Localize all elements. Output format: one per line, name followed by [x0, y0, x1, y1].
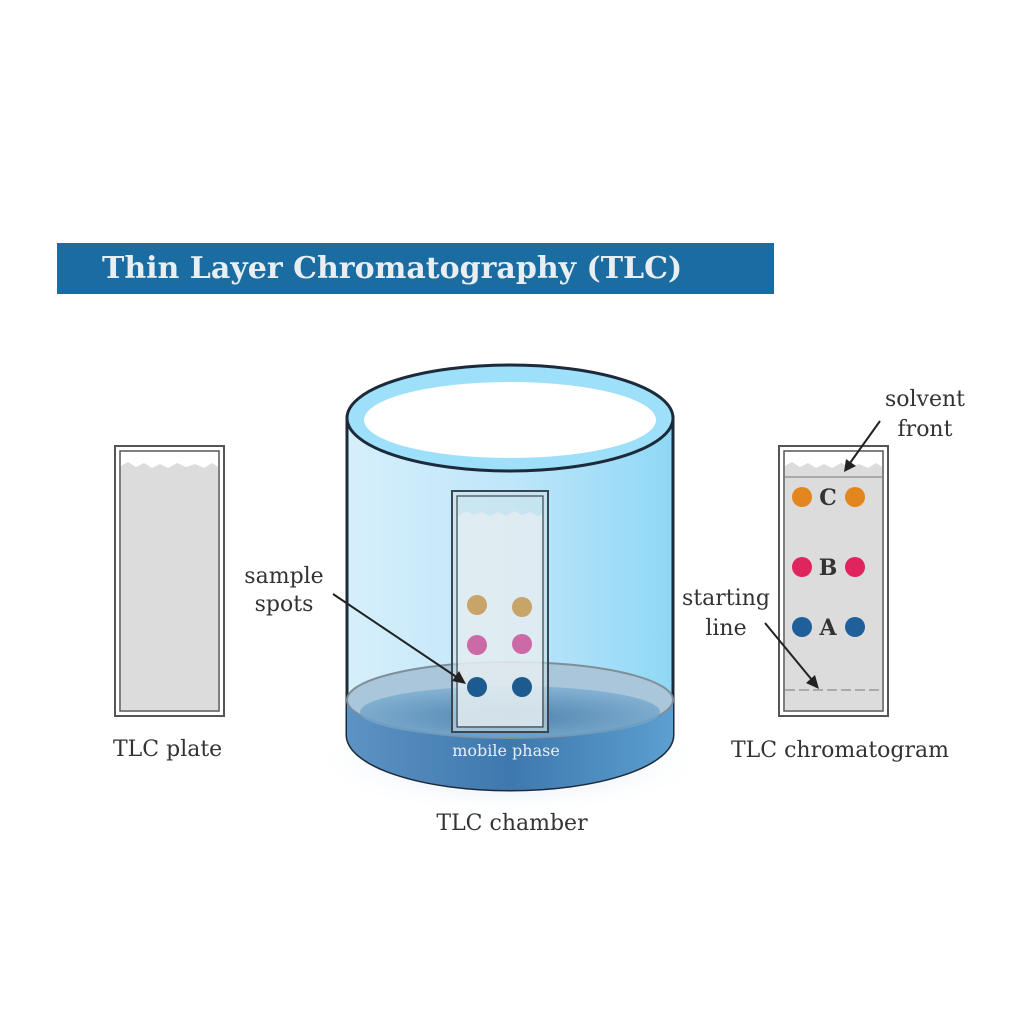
spot-a-left	[792, 617, 812, 637]
spot-b-right	[845, 557, 865, 577]
spot-label-b: B	[819, 555, 838, 581]
spot-label-c: C	[819, 485, 837, 511]
tlc-chromatogram	[778, 445, 889, 717]
sample-spot-tan-1	[467, 595, 487, 615]
sample-spot-pink-2	[512, 634, 532, 654]
chamber-opening	[364, 382, 656, 458]
sample-spots-label-line2: spots	[255, 592, 314, 617]
spot-c-right	[845, 487, 865, 507]
starting-line-arrow	[764, 622, 819, 689]
sample-spots-arrow	[332, 593, 466, 684]
tlc-plate	[114, 445, 225, 717]
chamber-label: TLC chamber	[436, 811, 588, 836]
chromatogram-label: TLC chromatogram	[731, 738, 949, 763]
solvent-front-label-line1: solvent	[885, 387, 965, 412]
solvent-front-label-line2: front	[898, 417, 953, 442]
plate-silica-layer	[121, 462, 218, 710]
sample-spots-label-line1: sample	[244, 564, 323, 589]
starting-line-label-line1: starting	[682, 586, 770, 611]
spot-c-left	[792, 487, 812, 507]
solvent-front-arrow	[844, 420, 881, 472]
spot-b-left	[792, 557, 812, 577]
sample-spot-blue-1	[467, 677, 487, 697]
starting-line-label-line2: line	[705, 616, 746, 641]
page-title: Thin Layer Chromatography (TLC)	[102, 251, 682, 286]
spot-a-right	[845, 617, 865, 637]
sample-spot-tan-2	[512, 597, 532, 617]
sample-spot-blue-2	[512, 677, 532, 697]
plate-label: TLC plate	[113, 737, 222, 762]
tlc-chamber	[345, 363, 675, 792]
title-banner	[57, 243, 774, 294]
sample-spot-pink-1	[467, 635, 487, 655]
spot-label-a: A	[818, 615, 837, 641]
mobile-phase-label: mobile phase	[452, 741, 560, 760]
